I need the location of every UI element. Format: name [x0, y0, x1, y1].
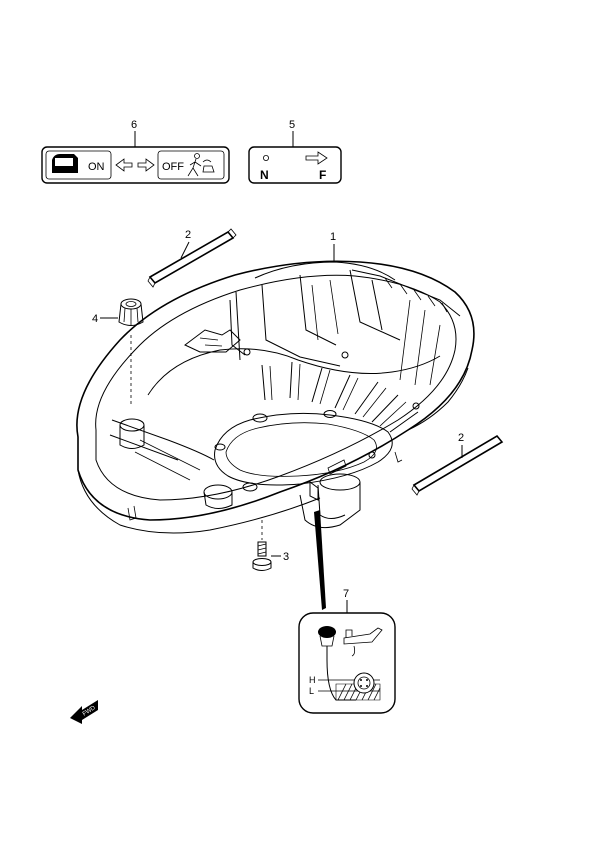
callout-4: 4	[92, 313, 98, 325]
part-7-oil-decal: 7 H L	[298, 588, 396, 714]
part-2-seal-lower: 2	[411, 432, 504, 496]
part-6-onoff-decal: 6 ON OFF	[41, 119, 230, 184]
decal-6-on-box	[45, 150, 112, 180]
decal-5-f-text: F	[319, 168, 326, 182]
decal-6-off-box	[157, 150, 225, 180]
plug-boss	[119, 418, 145, 432]
decal-5-n-text: N	[260, 168, 269, 182]
callout-3: 3	[283, 551, 289, 563]
leader-2-upper	[180, 241, 190, 259]
callout-5: 5	[289, 119, 295, 131]
forward-arrow-icon	[305, 151, 328, 165]
decal-7-l-text: L	[309, 686, 314, 696]
decal-6-frame	[41, 146, 230, 184]
part-3-bolt: 3	[252, 520, 289, 571]
oil-can-icon	[343, 627, 383, 657]
oil-level-hatch-icon	[335, 672, 381, 701]
pointer-wedge	[314, 510, 326, 610]
decal-7-h-text: H	[309, 675, 316, 685]
decal-6-on-text: ON	[88, 161, 105, 173]
decal-6-off-text: OFF	[162, 161, 184, 173]
part-4-plug: 4	[92, 298, 144, 405]
part-2-seal-upper: 2	[147, 228, 237, 288]
mount-bosses	[214, 410, 337, 492]
decal-7-frame	[298, 612, 396, 714]
double-arrow-icon	[115, 158, 155, 172]
callout-6: 6	[131, 119, 137, 131]
callout-2-lower: 2	[458, 432, 464, 444]
fwd-arrow: FWD	[70, 700, 98, 724]
part-1-lower-cover: 1	[76, 231, 475, 534]
callout-1: 1	[330, 231, 336, 243]
part-5-shift-decal: 5 N F	[248, 119, 342, 184]
callout-2-upper: 2	[185, 229, 191, 241]
person-walking-icon	[187, 153, 215, 177]
fuel-tank-icon	[52, 154, 78, 173]
neutral-dot-icon	[262, 154, 269, 161]
callout-7: 7	[343, 588, 349, 600]
